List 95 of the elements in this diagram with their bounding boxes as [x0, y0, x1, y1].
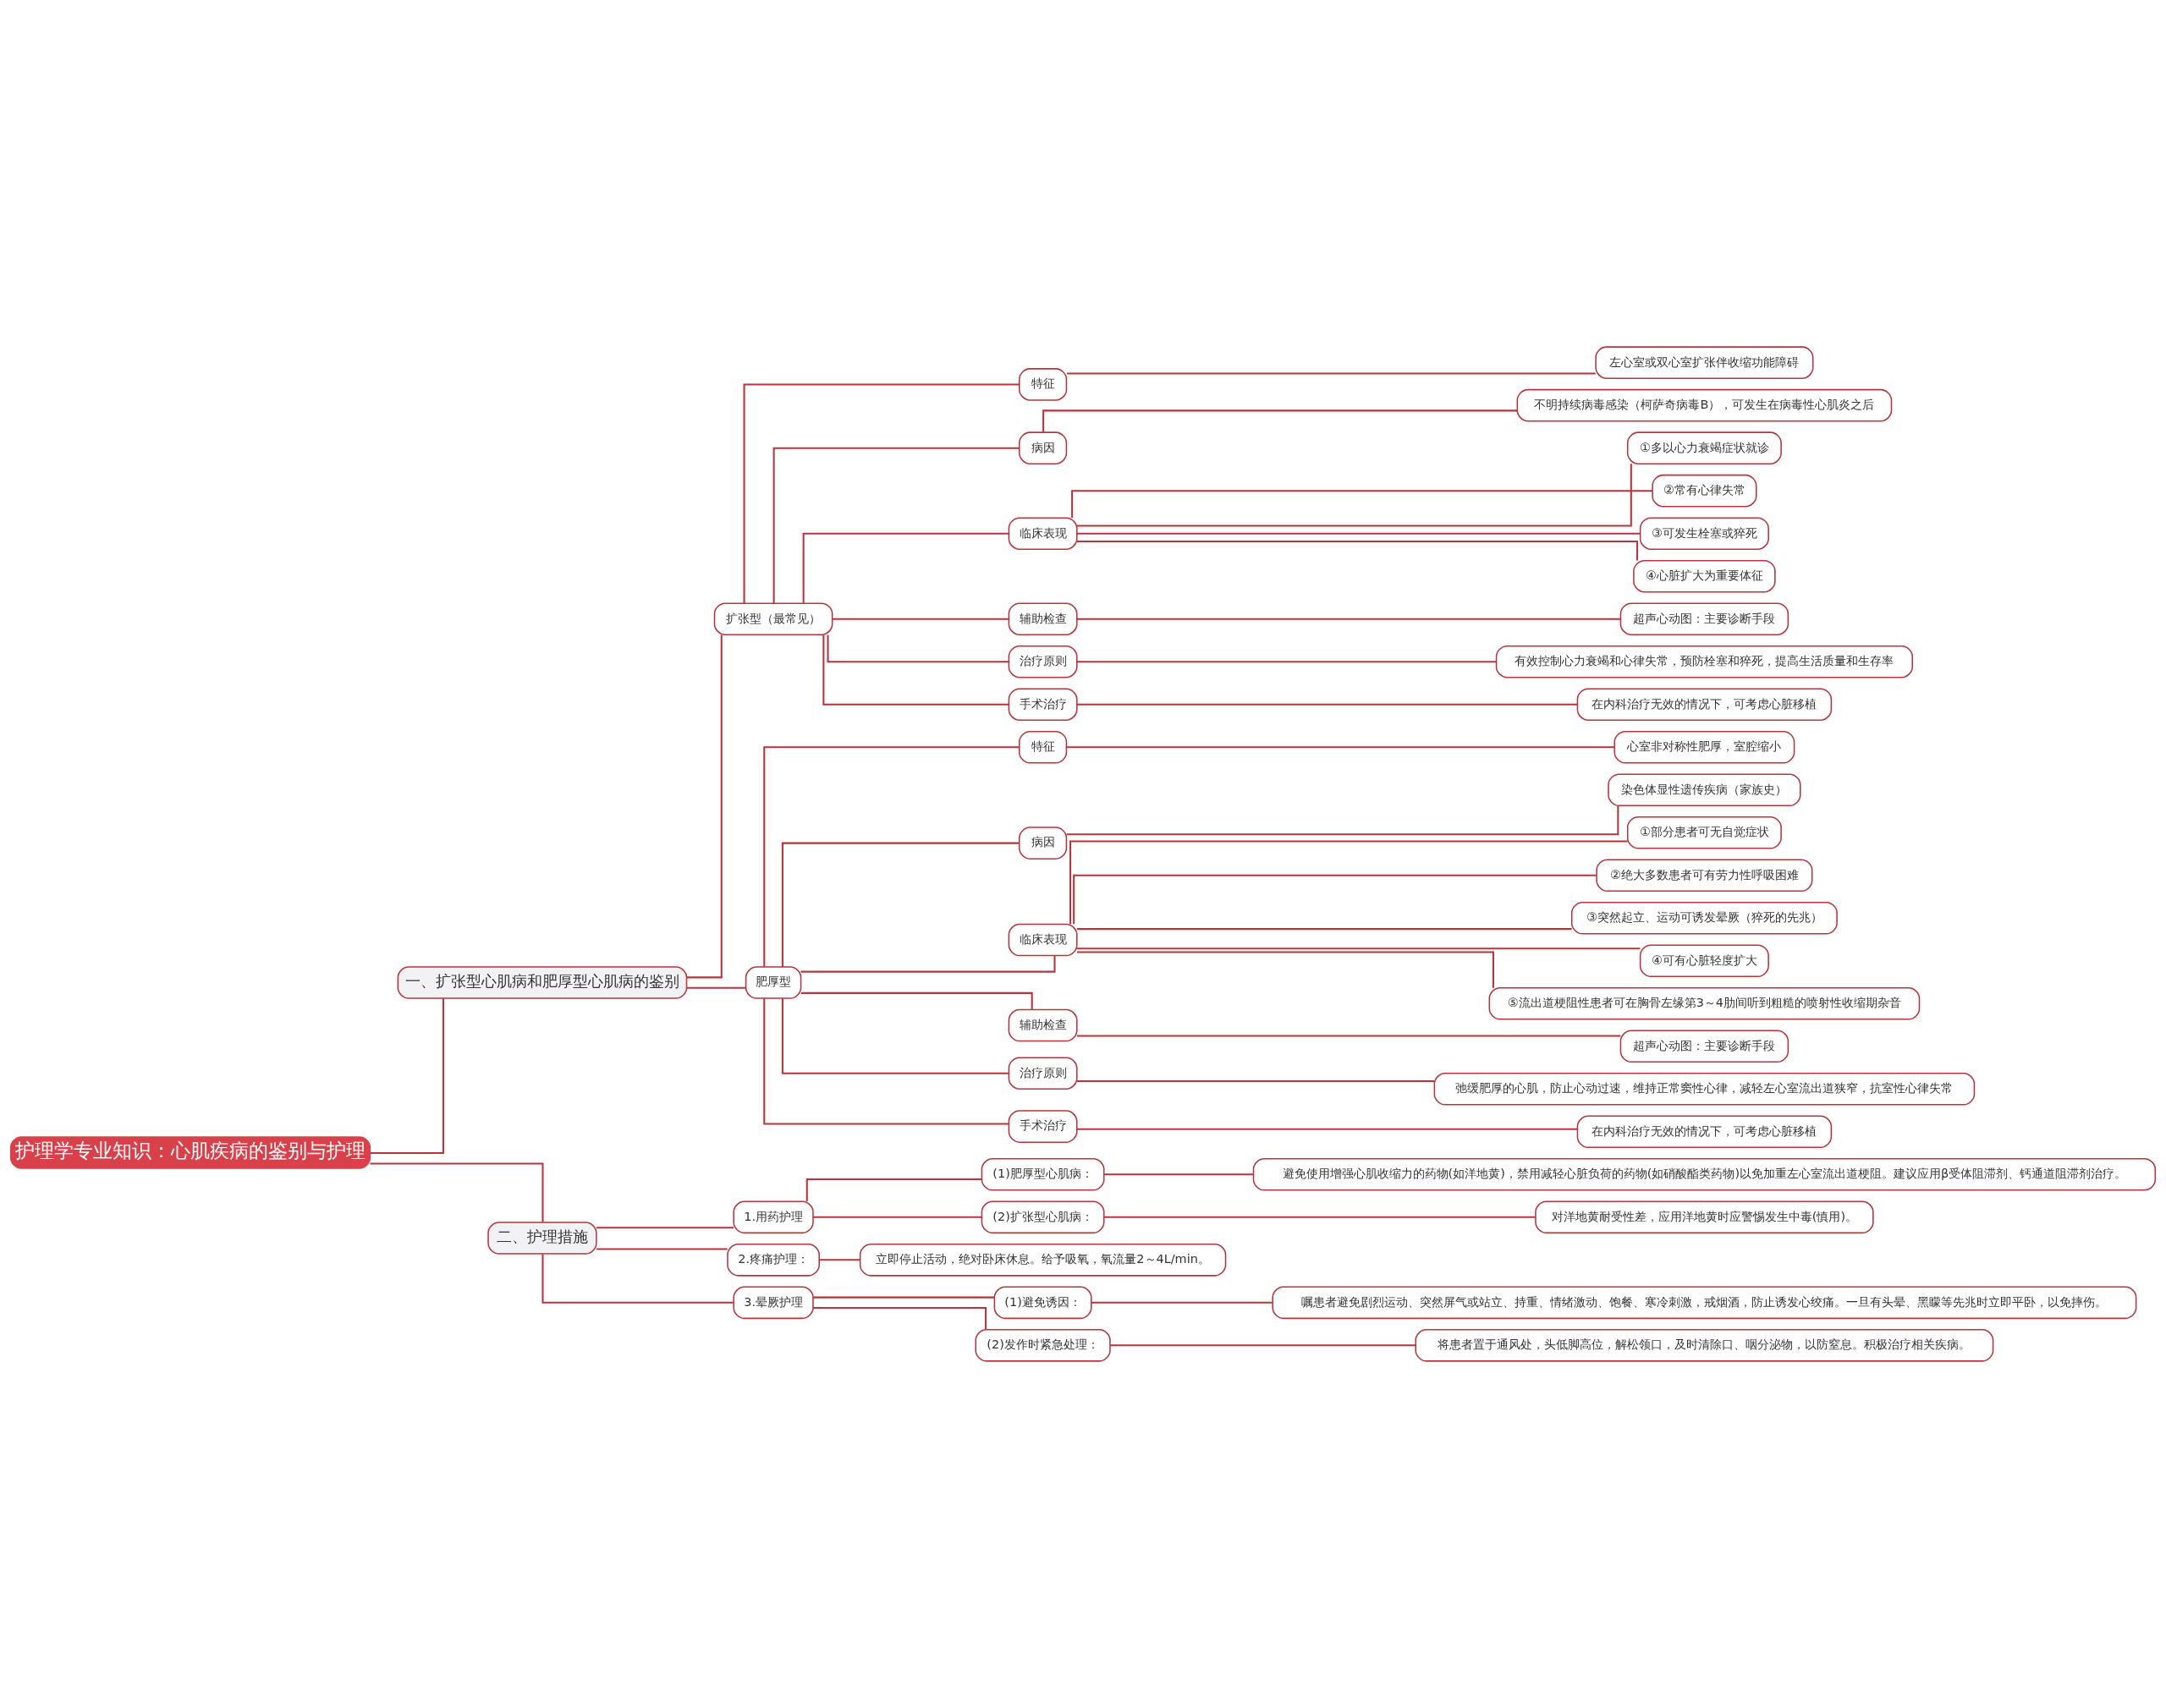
connector	[1104, 1216, 1536, 1218]
connector	[1066, 372, 1596, 375]
node-box: 治疗原则	[1008, 645, 1078, 678]
connector	[819, 1259, 860, 1261]
connector	[1071, 490, 1652, 518]
node-box: (2)扩张型心肌病：	[981, 1200, 1105, 1234]
node-box: (1)肥厚型心肌病：	[981, 1157, 1105, 1191]
node-box: 肥厚型	[745, 966, 802, 999]
node-box: 临床表现	[1008, 517, 1078, 551]
connector	[1076, 464, 1632, 527]
node-box: ④心脏扩大为重要体征	[1633, 559, 1776, 593]
node-box: 特征	[1019, 730, 1068, 764]
connector	[1073, 874, 1597, 925]
node-box: ①部分患者可无自觉症状	[1626, 816, 1782, 849]
node-box: ③突然起立、运动可诱发晕厥（猝死的先兆）	[1570, 901, 1838, 935]
connector	[822, 634, 1009, 706]
connector	[542, 1254, 734, 1304]
node-box: (2)发作时紧急处理：	[975, 1329, 1111, 1362]
connector	[370, 998, 444, 1155]
node-box: 超声心动图：主要诊断手段	[1619, 602, 1789, 636]
node-box: ②常有心律失常	[1652, 474, 1757, 508]
node-box: 临床表现	[1008, 923, 1078, 957]
node-box: 1.用药护理	[733, 1200, 814, 1234]
connector	[813, 1296, 995, 1299]
connector	[1076, 540, 1639, 561]
node-box: ⑤流出道梗阻性患者可在胸骨左缘第3～4肋间听到粗糙的喷射性收缩期杂音	[1488, 986, 1921, 1020]
node-box: 治疗原则	[1008, 1057, 1078, 1090]
connector	[596, 1248, 728, 1250]
node-box: 特征	[1019, 368, 1068, 401]
connector	[1076, 618, 1621, 620]
connector	[596, 1227, 734, 1229]
connector	[1076, 703, 1578, 706]
node-box: 左心室或双心室扩张伴收缩功能障碍	[1595, 346, 1814, 379]
node-box: 手术治疗	[1008, 688, 1078, 722]
node-box: 手术治疗	[1008, 1110, 1078, 1143]
connector	[1076, 1128, 1578, 1130]
node-box: ④可有心脏轻度扩大	[1639, 944, 1769, 978]
node-box: 2.疼痛护理：	[727, 1244, 820, 1277]
node-box: 在内科治疗无效的情况下，可考虑心脏移植	[1576, 1115, 1833, 1149]
connector	[686, 634, 723, 979]
connector	[763, 746, 1020, 967]
connector	[1066, 805, 1619, 836]
connector	[781, 842, 1020, 967]
connector	[1076, 928, 1572, 931]
connector	[800, 991, 1033, 1010]
node-box: 对洋地黄耐受性差，应用洋地黄时应警惕发生中毒(慎用)。	[1535, 1200, 1874, 1234]
connector	[1104, 1173, 1254, 1176]
connector	[802, 532, 1009, 603]
connector	[833, 618, 1009, 620]
connector	[1076, 947, 1641, 950]
connector	[1069, 840, 1628, 925]
connector	[763, 998, 1009, 1125]
node-box: 有效控制心力衰竭和心律失常，预防栓塞和猝死，提高生活质量和生存率	[1495, 645, 1913, 678]
connector	[743, 383, 1020, 604]
node-box: 一、扩张型心肌病和肥厚型心肌病的鉴别	[397, 966, 688, 999]
connector	[370, 1162, 544, 1222]
connector	[1076, 661, 1497, 663]
connector	[1110, 1344, 1416, 1347]
node-box: 染色体显性遗传疾病（家族史）	[1608, 773, 1801, 807]
connector	[805, 1178, 982, 1202]
connector	[1066, 746, 1615, 749]
node-box: 病因	[1019, 827, 1068, 859]
node-box: 超声心动图：主要诊断手段	[1619, 1030, 1789, 1063]
node-box: ②绝大多数患者可有劳力性呼吸困难	[1596, 859, 1813, 892]
connector	[813, 1306, 987, 1330]
node-box: (1)避免诱因：	[993, 1286, 1092, 1320]
node-box: 3.晕厥护理	[733, 1286, 814, 1320]
connector	[1076, 1035, 1621, 1037]
connector	[827, 634, 1009, 663]
node-box: 辅助检查	[1008, 602, 1078, 636]
node-box: ①多以心力衰竭症状就诊	[1626, 431, 1782, 464]
node-box: 二、护理措施	[487, 1222, 597, 1255]
node-box: 弛缓肥厚的心肌，防止心动过速，维持正常窦性心律，减轻左心室流出道狭窄，抗室性心律失常	[1433, 1072, 1976, 1106]
connector	[1077, 951, 1494, 988]
node-box: 不明持续病毒感染（柯萨奇病毒B），可发生在病毒性心肌炎之后	[1516, 388, 1893, 422]
node-box: 辅助检查	[1008, 1008, 1078, 1042]
node-box: 避免使用增强心肌收缩力的药物(如洋地黄)，禁用减轻心脏负荷的药物(如硝酸酯类药物)以免加重左心室流出道梗阻。建议应用β受体阻滞剂、钙通道阻滞剂治疗。	[1252, 1157, 2157, 1191]
node-box: 心室非对称性肥厚，室腔缩小	[1614, 730, 1795, 764]
node-box: 护理学专业知识：心肌疾病的鉴别与护理	[9, 1136, 371, 1169]
connector	[781, 998, 1009, 1074]
connector	[1091, 1301, 1273, 1304]
node-box: 扩张型（最常见）	[713, 602, 833, 636]
node-box: ③可发生栓塞或猝死	[1639, 517, 1769, 551]
connector	[1042, 409, 1518, 432]
node-box: 病因	[1019, 431, 1068, 464]
connector	[1076, 1080, 1434, 1083]
node-box: 立即停止活动，绝对卧床休息。给予吸氧，氧流量2～4L/min。	[859, 1244, 1227, 1277]
connector	[686, 986, 746, 989]
node-box: 在内科治疗无效的情况下，可考虑心脏移植	[1576, 688, 1833, 722]
connector	[800, 955, 1056, 973]
node-box: 嘱患者避免剧烈运动、突然屏气或站立、持重、情绪激动、饱餐、寒冷刺激，戒烟酒，防止诱发心绞痛。一旦有头晕、黑矇等先兆时立即平卧，以免摔伤。	[1272, 1286, 2137, 1320]
connector	[1076, 532, 1641, 535]
connector	[813, 1216, 982, 1218]
connector	[772, 447, 1020, 604]
node-box: 将患者置于通风处，头低脚高位，解松领口，及时清除口、咽分泌物，以防窒息。积极治疗相关疾病。	[1415, 1329, 1994, 1362]
